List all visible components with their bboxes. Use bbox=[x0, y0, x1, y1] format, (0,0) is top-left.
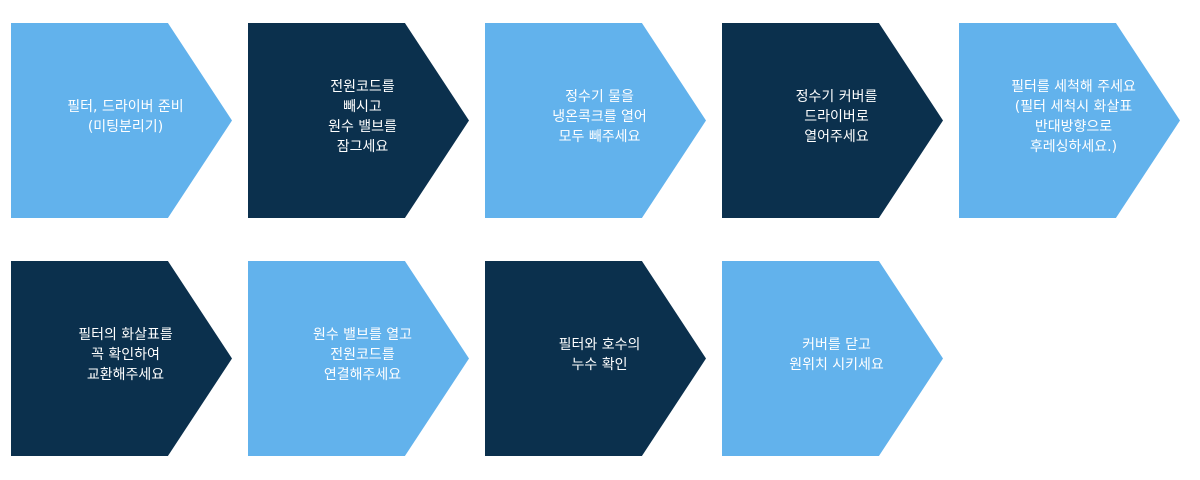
step-4-line-2: 드라이버로 bbox=[804, 108, 869, 125]
step-2-line-2: 빼시고 bbox=[343, 98, 382, 115]
step-1-text: 필터, 드라이버 준비 (미팅분리기) bbox=[56, 97, 196, 137]
step-2-arrow: 전원코드를 빼시고 원수 밸브를 잠그세요 bbox=[248, 23, 469, 218]
step-9-text: 커버를 닫고 원위치 시키세요 bbox=[767, 335, 907, 375]
step-6-text: 필터의 화살표를 꼭 확인하여 교환해주세요 bbox=[56, 325, 196, 385]
step-6-line-2: 꼭 확인하여 bbox=[91, 346, 160, 363]
step-8-arrow: 필터와 호수의 누수 확인 bbox=[485, 261, 706, 456]
step-7-line-1: 원수 밸브를 열고 bbox=[312, 326, 413, 343]
step-4-arrow: 정수기 커버를 드라이버로 열어주세요 bbox=[722, 23, 943, 218]
step-1-line-2: (미팅분리기) bbox=[87, 118, 164, 135]
step-9-line-1: 커버를 닫고 bbox=[802, 336, 871, 353]
step-1-line-1: 필터, 드라이버 준비 bbox=[67, 98, 184, 115]
step-9-line-2: 원위치 시키세요 bbox=[789, 356, 884, 373]
step-4-line-1: 정수기 커버를 bbox=[795, 88, 878, 105]
step-6-arrow: 필터의 화살표를 꼭 확인하여 교환해주세요 bbox=[11, 261, 232, 456]
step-9-arrow: 커버를 닫고 원위치 시키세요 bbox=[722, 261, 943, 456]
step-2-line-3: 원수 밸브를 bbox=[328, 118, 397, 135]
step-7-arrow: 원수 밸브를 열고 전원코드를 연결해주세요 bbox=[248, 261, 469, 456]
step-7-text: 원수 밸브를 열고 전원코드를 연결해주세요 bbox=[293, 325, 433, 385]
step-2-line-1: 전원코드를 bbox=[330, 78, 395, 95]
step-5-line-4: 후레싱하세요.) bbox=[1029, 138, 1118, 155]
step-5-arrow: 필터를 세척해 주세요 (필터 세척시 화살표 반대방향으로 후레싱하세요.) bbox=[959, 23, 1180, 218]
step-4-text: 정수기 커버를 드라이버로 열어주세요 bbox=[767, 87, 907, 147]
step-6-line-1: 필터의 화살표를 bbox=[78, 326, 173, 343]
step-8-text: 필터와 호수의 누수 확인 bbox=[530, 335, 670, 375]
step-2-line-4: 잠그세요 bbox=[336, 138, 389, 155]
step-5-line-3: 반대방향으로 bbox=[1034, 118, 1113, 135]
step-7-line-3: 연결해주세요 bbox=[323, 366, 402, 383]
step-4-line-3: 열어주세요 bbox=[804, 128, 869, 145]
step-1-arrow: 필터, 드라이버 준비 (미팅분리기) bbox=[11, 23, 232, 218]
step-6-line-3: 교환해주세요 bbox=[86, 366, 165, 383]
step-3-line-2: 냉온콕크를 열어 bbox=[552, 108, 647, 125]
step-5-line-1: 필터를 세척해 주세요 bbox=[1011, 78, 1136, 95]
step-2-text: 전원코드를 빼시고 원수 밸브를 잠그세요 bbox=[293, 77, 433, 157]
step-7-line-2: 전원코드를 bbox=[330, 346, 395, 363]
step-5-text: 필터를 세척해 주세요 (필터 세척시 화살표 반대방향으로 후레싱하세요.) bbox=[1004, 77, 1144, 157]
step-8-line-2: 누수 확인 bbox=[571, 356, 628, 373]
step-3-arrow: 정수기 물을 냉온콕크를 열어 모두 빼주세요 bbox=[485, 23, 706, 218]
step-5-line-2: (필터 세척시 화살표 bbox=[1014, 98, 1133, 115]
step-3-line-1: 정수기 물을 bbox=[565, 88, 634, 105]
step-3-text: 정수기 물을 냉온콕크를 열어 모두 빼주세요 bbox=[530, 87, 670, 147]
step-8-line-1: 필터와 호수의 bbox=[558, 336, 641, 353]
step-3-line-3: 모두 빼주세요 bbox=[558, 128, 641, 145]
